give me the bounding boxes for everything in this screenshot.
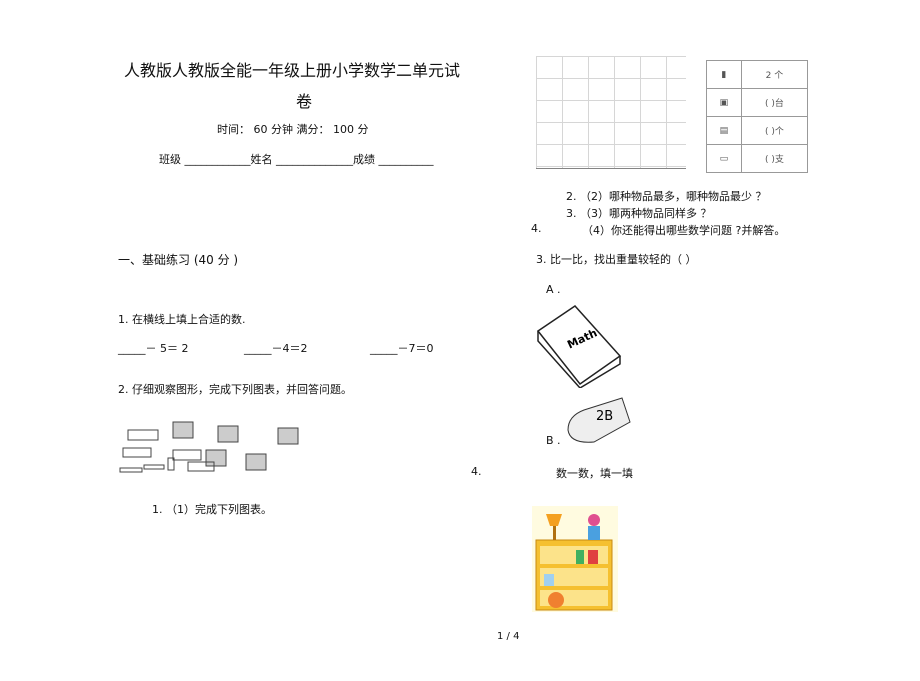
abacus-icon: ▤ <box>706 116 742 145</box>
q2-sub1: 1. （1）完成下列图表。 <box>152 503 272 516</box>
pencil-icon: ▭ <box>706 144 742 173</box>
q1-eq3: _____－7＝0 <box>370 342 434 355</box>
phone-icon: ▮ <box>706 60 742 89</box>
q2-sub2: 2. （2）哪种物品最多，哪种物品最少 ？ <box>566 190 767 203</box>
q2-sub3: 3. （3）哪两种物品同样多 ？ <box>566 207 712 220</box>
eraser-image: 2B <box>567 397 631 443</box>
cell-value: 2 个 <box>740 60 809 89</box>
q1-eq1: _____－ 5＝ 2 <box>118 342 189 355</box>
option-a: A . <box>546 283 561 296</box>
exam-info: 时间： 60 分钟 满分： 100 分 <box>217 123 369 136</box>
q4-text: 数一数，填一填 <box>556 467 633 480</box>
q2-sub4: （4）你还能得出哪些数学问题 ?并解答。 <box>582 224 786 237</box>
option-b: B . <box>546 434 561 447</box>
title-line1: 人教版人教版全能一年级上册小学数学二单元试 <box>124 61 461 80</box>
eraser-label: 2B <box>596 409 613 424</box>
chart-grid <box>536 56 686 169</box>
q3-text: 3. 比一比，找出重量较轻的（ ） <box>536 253 697 266</box>
shelf-image <box>532 506 618 612</box>
computer-icon: ▣ <box>706 88 742 117</box>
count-table: ▮2 个 ▣( )台 ▤( )个 ▭( )支 <box>706 60 809 173</box>
page-number: 1 / 4 <box>497 631 520 642</box>
book-label: Math <box>565 326 599 351</box>
cell-value: ( )台 <box>740 88 809 117</box>
q4-num: 4. <box>471 465 482 478</box>
q2-text: 2. 仔细观察图形，完成下列图表，并回答问题。 <box>118 383 352 396</box>
section-heading: 一、基础练习 (40 分 ) <box>118 253 239 267</box>
cell-value: ( )个 <box>740 116 809 145</box>
cell-value: ( )支 <box>740 144 809 173</box>
q2-sub4-num: 4. <box>531 222 542 235</box>
q1-eq2: _____－4＝2 <box>244 342 308 355</box>
student-fields: 班级 ____________姓名 ______________成绩 _____… <box>159 153 434 166</box>
objects-illustration <box>119 421 299 473</box>
q1-text: 1. 在横线上填上合适的数. <box>118 313 246 326</box>
math-book-image: Math <box>536 305 622 388</box>
title-line2: 卷 <box>296 92 313 111</box>
